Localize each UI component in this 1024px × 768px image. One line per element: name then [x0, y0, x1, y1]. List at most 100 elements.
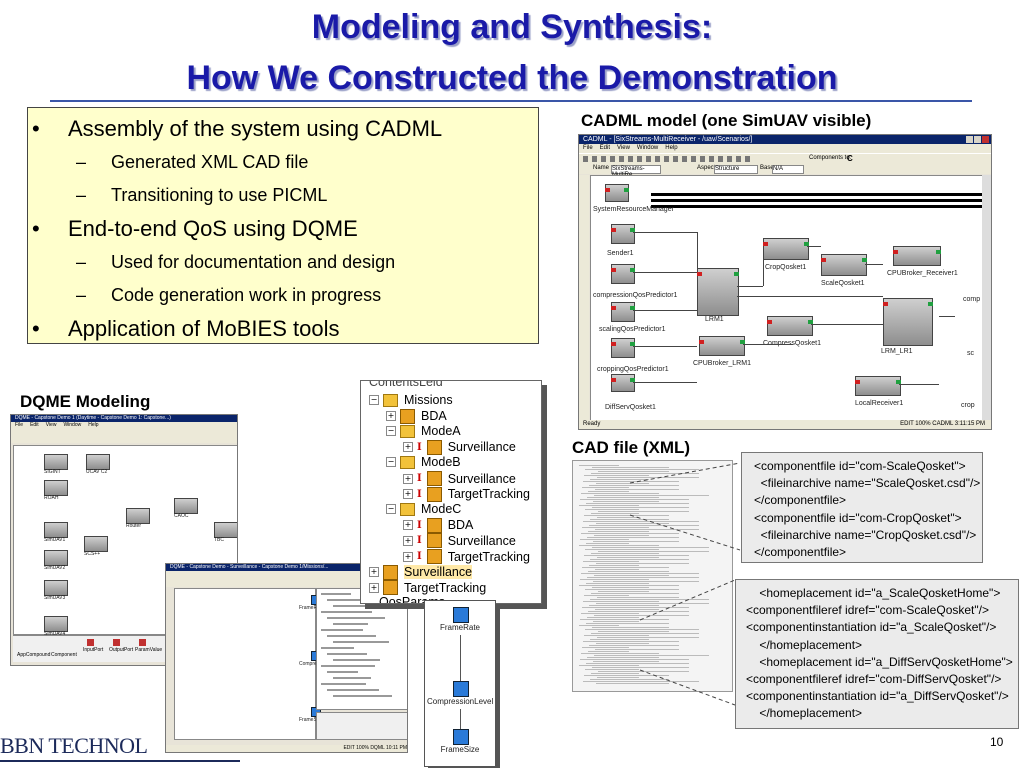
expand-icon[interactable]: + [403, 489, 413, 500]
menu-item[interactable]: Window [636, 145, 659, 151]
dqme-node[interactable] [44, 580, 68, 596]
maximize-icon[interactable] [974, 136, 981, 143]
cadml-window[interactable]: CADML - [SixStreams-MultiReceiver - /uav… [578, 134, 992, 430]
menu-item[interactable]: File [583, 145, 593, 151]
cadml-tool-palette[interactable] [579, 175, 589, 420]
cadml-component-node[interactable] [611, 224, 635, 244]
cadml-component-node[interactable] [893, 246, 941, 266]
tree-item[interactable]: −Missions [369, 393, 453, 407]
tree-item[interactable]: +BDA [386, 408, 447, 424]
menu-item[interactable]: Edit [30, 422, 39, 428]
cadml-component-node[interactable] [611, 374, 635, 392]
dqme-front-tree[interactable] [316, 588, 407, 710]
palette-tab[interactable]: Component [51, 652, 77, 658]
menu-item[interactable]: Edit [599, 145, 611, 151]
tree-item[interactable]: −ModeA [386, 424, 461, 438]
collapse-icon[interactable]: − [386, 504, 396, 515]
tree-row[interactable] [327, 671, 358, 673]
dqme-front-titlebar[interactable]: DQME - Capstone Demo - Surveillance - Ca… [166, 564, 407, 571]
tree-item[interactable]: +TargetTracking [369, 580, 486, 596]
tree-row[interactable] [333, 695, 392, 697]
menu-item[interactable]: View [617, 145, 630, 151]
expand-icon[interactable]: + [403, 535, 413, 546]
dqme-node[interactable] [44, 480, 68, 496]
palette-port-icon[interactable] [87, 639, 94, 646]
tree-row[interactable] [321, 629, 363, 631]
qos-param-node[interactable] [453, 607, 469, 623]
window-controls[interactable] [965, 136, 989, 146]
aspect-select[interactable]: Structure [714, 165, 758, 174]
tree-row[interactable] [327, 599, 364, 601]
dqme-node[interactable] [44, 550, 68, 566]
tree-row[interactable] [333, 659, 380, 661]
cadml-component-node[interactable] [611, 302, 635, 322]
expand-icon[interactable]: + [403, 551, 413, 562]
dqme-node[interactable] [44, 616, 68, 632]
expand-icon[interactable]: + [403, 520, 413, 531]
toolbar-icons[interactable] [583, 156, 753, 162]
cadml-component-node[interactable] [611, 338, 635, 358]
menu-item[interactable]: Help [665, 145, 678, 151]
dqme-node[interactable] [84, 536, 108, 552]
cadml-component-node[interactable] [605, 184, 629, 202]
tree-row[interactable] [321, 665, 375, 667]
cadml-component-node[interactable] [767, 316, 813, 336]
palette-port-icon[interactable] [113, 639, 120, 646]
menu-item[interactable]: Window [63, 422, 82, 428]
expand-icon[interactable]: + [403, 442, 413, 453]
menu-item[interactable]: View [45, 422, 57, 428]
cadml-component-node[interactable] [855, 376, 901, 396]
qos-param-node[interactable] [453, 681, 469, 697]
dqme-node[interactable] [214, 522, 237, 538]
cadml-component-node[interactable] [763, 238, 809, 260]
dqme-front-attributes[interactable] [316, 712, 407, 740]
collapse-icon[interactable]: − [386, 426, 396, 437]
cadml-component-node[interactable] [611, 264, 635, 284]
expand-icon[interactable]: + [369, 567, 379, 578]
menu-item[interactable]: Help [88, 422, 99, 428]
dqme-node[interactable] [126, 508, 150, 524]
expand-icon[interactable]: + [386, 411, 396, 422]
qos-param-node[interactable] [453, 729, 469, 745]
cadml-component-node[interactable] [697, 268, 739, 316]
tree-row[interactable] [327, 617, 385, 619]
cadml-titlebar[interactable]: CADML - [SixStreams-MultiReceiver - /uav… [579, 135, 991, 144]
dqme-node[interactable] [44, 454, 68, 470]
tree-row[interactable] [333, 641, 389, 643]
cadml-component-node[interactable] [883, 298, 933, 346]
tree-row[interactable] [321, 647, 354, 649]
tree-row[interactable] [327, 635, 376, 637]
palette-port-icon[interactable] [139, 639, 146, 646]
tree-row[interactable] [333, 623, 368, 625]
tree-row[interactable] [333, 677, 371, 679]
expand-icon[interactable]: + [403, 473, 413, 484]
cadml-component-node[interactable] [821, 254, 867, 276]
close-icon[interactable] [982, 136, 989, 143]
dqme-node[interactable] [44, 522, 68, 538]
tree-item[interactable]: −ModeB [386, 455, 461, 469]
name-field[interactable]: SixStreams-MultiRe [611, 165, 661, 178]
base-field[interactable]: N/A [772, 165, 804, 174]
dqme-front-toolbar[interactable] [166, 571, 407, 587]
tree-row[interactable] [321, 593, 351, 595]
tree-row[interactable] [327, 689, 379, 691]
dqme-back-toolbar[interactable] [11, 429, 237, 443]
expand-icon[interactable]: + [369, 582, 379, 593]
dqme-back-titlebar[interactable]: DQME - Capstone Demo 1 (Daytime - Capsto… [11, 415, 237, 422]
minimize-icon[interactable] [966, 136, 973, 143]
tree-row[interactable] [321, 611, 372, 613]
tree-row[interactable] [333, 605, 377, 607]
tree-item[interactable]: +Surveillance [369, 564, 473, 580]
dqme-front-window[interactable]: DQME - Capstone Demo - Surveillance - Ca… [165, 563, 408, 753]
tree-row[interactable] [327, 653, 367, 655]
